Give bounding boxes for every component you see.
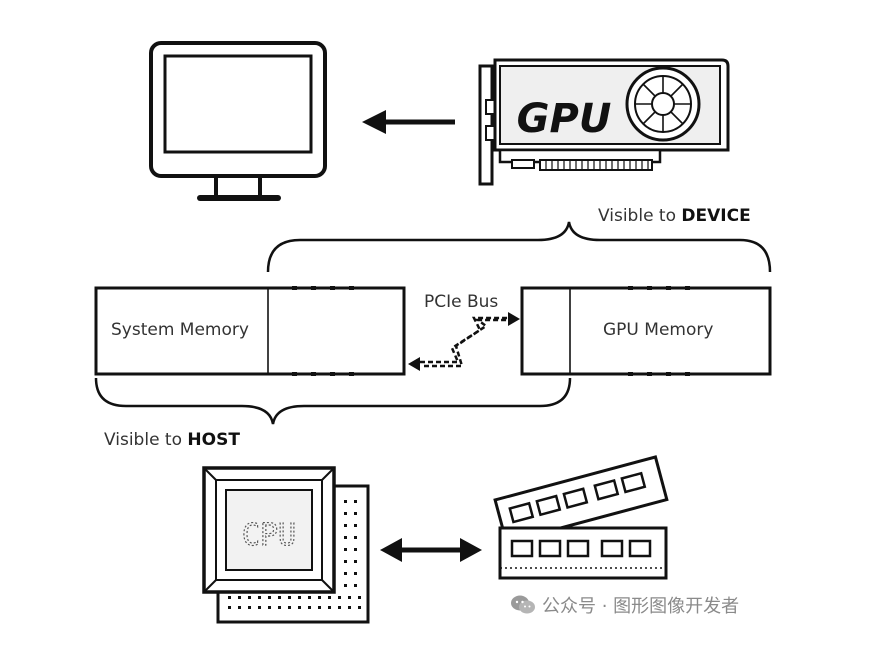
gpu-card-label: GPU	[517, 96, 612, 142]
system-memory-region-dashes	[292, 286, 368, 376]
system-memory-label: System Memory	[111, 320, 249, 340]
visible-device-bold: DEVICE	[681, 206, 751, 226]
gpu-card-icon	[478, 58, 730, 186]
gpu-memory-box	[520, 286, 772, 376]
gpu-memory-label: GPU Memory	[603, 320, 714, 340]
visible-host-prefix: Visible to	[104, 430, 188, 450]
pcie-arrow-right	[508, 312, 520, 326]
wechat-icon	[511, 595, 535, 614]
visible-to-device-label: Visible to DEVICE	[598, 206, 751, 226]
gpu-memory-region-dashes	[628, 286, 704, 376]
gpu-to-monitor-arrow	[362, 110, 455, 134]
watermark: 公众号 · 图形图像开发者	[510, 592, 739, 618]
visible-device-prefix: Visible to	[598, 206, 682, 226]
system-memory-box	[94, 286, 406, 376]
ram-sticks-icon	[493, 455, 669, 580]
watermark-text: 公众号 · 图形图像开发者	[542, 596, 740, 617]
host-brace	[94, 377, 572, 425]
pcie-arrow-left	[408, 357, 420, 371]
visible-host-bold: HOST	[187, 430, 240, 450]
cpu-chip-label: CPU	[242, 518, 296, 553]
cpu-ram-double-arrow	[380, 538, 482, 562]
visible-to-host-label: Visible to HOST	[104, 430, 240, 450]
pcie-bus-link	[420, 316, 512, 368]
monitor-icon	[149, 41, 327, 201]
pcie-bus-label: PCIe Bus	[424, 292, 499, 312]
device-brace	[266, 221, 772, 273]
cpu-chip-icon	[202, 466, 370, 624]
